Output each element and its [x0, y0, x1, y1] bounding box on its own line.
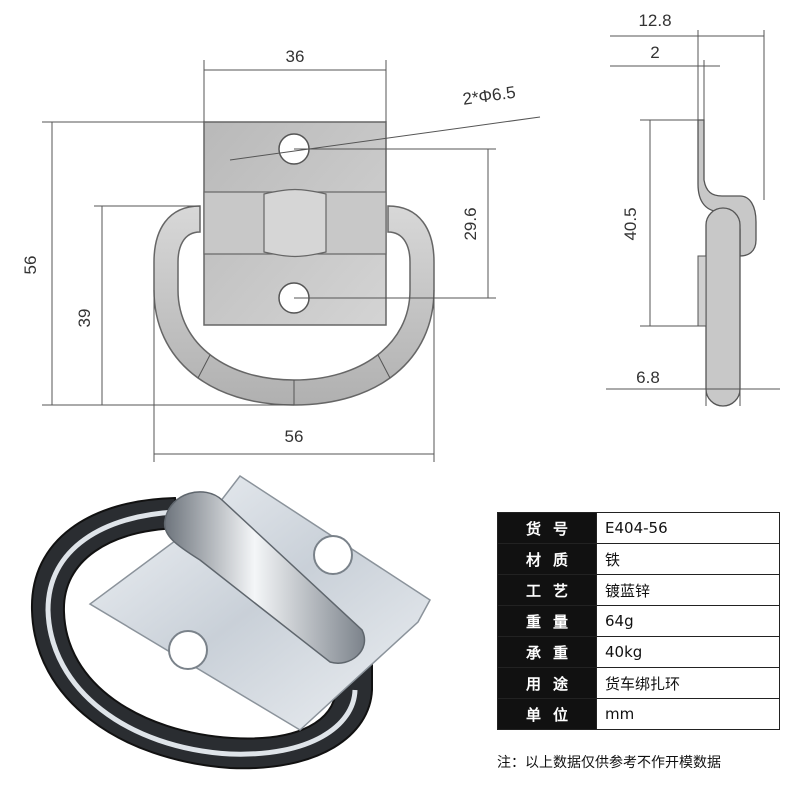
table-row: 单位 mm: [497, 698, 780, 730]
dim-plate-thickness: 2: [650, 43, 659, 62]
dim-hole-spec: 2*Φ6.5: [461, 83, 516, 109]
spec-value: 40kg: [596, 636, 780, 668]
dim-ring-height: 39: [75, 309, 94, 328]
spec-table: 货号 E404-56 材质 铁 工艺 镀蓝锌 重量 64g 承重 40kg 用途…: [497, 512, 780, 730]
photo-hole-lower: [168, 630, 208, 670]
spec-key: 重量: [497, 605, 597, 637]
spec-key: 单位: [497, 698, 597, 730]
photo-hole-upper: [313, 535, 353, 575]
product-photo: [30, 474, 431, 770]
d-ring: [153, 205, 435, 406]
spec-value: 64g: [596, 605, 780, 637]
table-row: 货号 E404-56: [497, 512, 780, 544]
dim-total-height: 56: [21, 256, 40, 275]
dim-ring-width: 56: [285, 427, 304, 446]
table-row: 用途 货车绑扎环: [497, 667, 780, 699]
spec-key: 承重: [497, 636, 597, 668]
photo-hinge: [163, 491, 366, 664]
spec-value: 镀蓝锌: [596, 574, 780, 606]
spec-value: mm: [596, 698, 780, 730]
dim-side-depth: 12.8: [638, 11, 671, 30]
front-view: [153, 116, 541, 406]
disclaimer-note: 注：以上数据仅供参考不作开模数据: [497, 755, 721, 771]
spec-key: 材质: [497, 543, 597, 575]
dim-plate-width: 36: [286, 47, 305, 66]
table-row: 承重 40kg: [497, 636, 780, 668]
spec-value: 货车绑扎环: [596, 667, 780, 699]
table-row: 材质 铁: [497, 543, 780, 575]
table-row: 重量 64g: [497, 605, 780, 637]
photo-ring: [30, 496, 373, 770]
side-dimensions: 12.8 2 40.5 6.8: [606, 11, 780, 406]
spec-key: 货号: [497, 512, 597, 544]
spec-key: 用途: [497, 667, 597, 699]
dim-side-height: 40.5: [621, 207, 640, 240]
dim-hole-spacing: 29.6: [461, 207, 480, 240]
side-ring-profile: [705, 207, 741, 407]
side-view: [697, 119, 757, 407]
spec-key: 工艺: [497, 574, 597, 606]
dim-ring-thickness: 6.8: [636, 368, 660, 387]
spec-value: E404-56: [596, 512, 780, 544]
table-row: 工艺 镀蓝锌: [497, 574, 780, 606]
spec-value: 铁: [596, 543, 780, 575]
